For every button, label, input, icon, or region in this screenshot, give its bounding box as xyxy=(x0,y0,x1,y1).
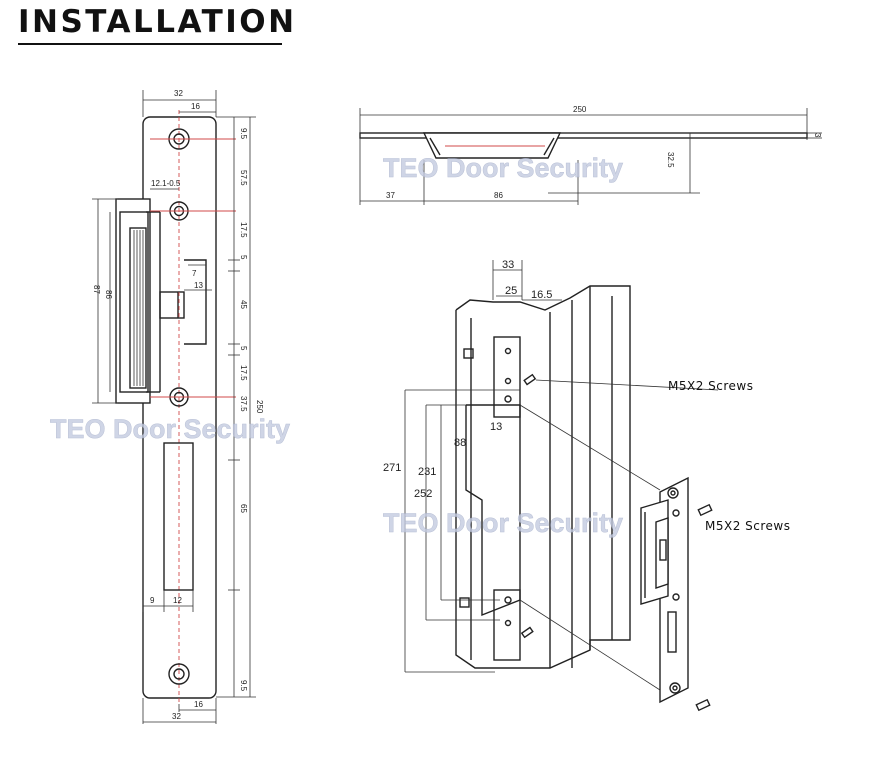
dim-iso-13: 13 xyxy=(490,421,502,433)
side-keeper-body xyxy=(422,132,562,159)
dim-side-3: 3 xyxy=(813,133,822,138)
dim-9-5-top: 9.5 xyxy=(239,128,248,140)
screw-plate-top xyxy=(697,503,713,517)
screw-plate-bottom xyxy=(695,698,711,712)
watermark-3: TEO Door Security xyxy=(383,508,623,538)
watermark-1: TEO Door Security xyxy=(383,153,623,183)
dim-side-32-5: 32.5 xyxy=(666,152,675,168)
dim-top-width: 32 xyxy=(174,89,183,98)
dim-iso-271: 271 xyxy=(383,462,401,474)
dim-45: 45 xyxy=(239,300,248,309)
dim-12: 12 xyxy=(173,596,182,605)
dim-5-a: 5 xyxy=(239,255,248,260)
dim-side-250: 250 xyxy=(573,105,587,114)
dim-7: 7 xyxy=(192,269,197,278)
dim-57-5: 57.5 xyxy=(239,170,248,186)
title-underline xyxy=(18,43,282,45)
dim-bottom-half: 16 xyxy=(194,700,203,709)
dim-17-5-b: 17.5 xyxy=(239,365,248,381)
dim-side-37: 37 xyxy=(386,191,395,200)
dim-9: 9 xyxy=(150,596,155,605)
screw-upper xyxy=(523,373,537,386)
dim-iso-88: 88 xyxy=(454,437,466,449)
page-title: INSTALLATION xyxy=(18,4,297,40)
dim-86: 86 xyxy=(104,290,113,299)
side-view: 250 3 32.5 37 86 xyxy=(359,105,822,205)
dim-iso-16-5: 16.5 xyxy=(531,289,552,301)
dim-87: 87 xyxy=(92,285,101,294)
door-frame xyxy=(455,285,631,669)
watermark-2: TEO Door Security xyxy=(50,414,290,444)
screw-label-2: M5X2 Screws xyxy=(705,519,791,533)
dim-65: 65 xyxy=(239,504,248,513)
bolt-slot xyxy=(163,442,194,591)
iso-view: 33 25 16.5 13 271 231 252 88 M5 xyxy=(383,259,791,712)
latch-window xyxy=(159,291,185,319)
front-view: 32 16 12.1-0.5 9.5 57.5 17.5 5 45 5 17.5… xyxy=(92,89,264,724)
dim-bottom-width: 32 xyxy=(172,712,181,721)
screw-hole-bottom xyxy=(168,663,190,685)
dim-17-5-a: 17.5 xyxy=(239,222,248,238)
dim-iso-252: 252 xyxy=(414,488,432,500)
dim-9-5-bottom: 9.5 xyxy=(239,680,248,692)
dim-keeper-width: 12.1-0.5 xyxy=(151,179,181,188)
dim-37-5: 37.5 xyxy=(239,396,248,412)
dim-total-250: 250 xyxy=(255,400,264,414)
dim-iso-25: 25 xyxy=(505,285,517,297)
screw-lower xyxy=(520,626,534,639)
dim-iso-231: 231 xyxy=(418,466,436,478)
dim-top-half: 16 xyxy=(191,102,200,111)
dim-13: 13 xyxy=(194,281,203,290)
strike-plate-iso xyxy=(640,476,689,704)
dim-iso-33: 33 xyxy=(502,259,514,271)
dim-side-86: 86 xyxy=(494,191,503,200)
screw-label-1: M5X2 Screws xyxy=(668,379,754,393)
keeper-body xyxy=(115,198,151,404)
dim-5-b: 5 xyxy=(239,346,248,351)
faceplate xyxy=(142,116,217,699)
